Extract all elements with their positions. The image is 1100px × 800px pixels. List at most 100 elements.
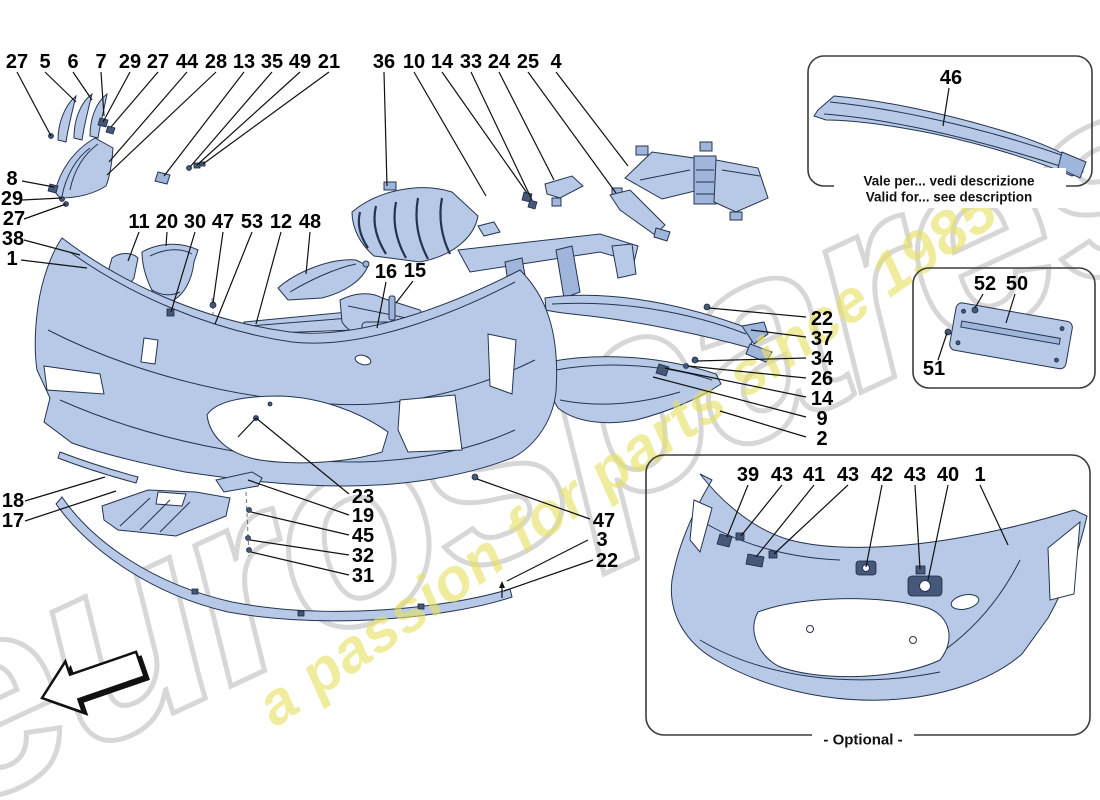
part-callout-27[interactable]: 27 (3, 208, 25, 230)
leader-line (687, 365, 807, 379)
leader-line (652, 376, 807, 418)
part-callout-33[interactable]: 33 (460, 51, 482, 73)
part-callout-28[interactable]: 28 (205, 51, 227, 73)
part-callout-14[interactable]: 14 (431, 51, 454, 73)
leader-line (750, 329, 807, 338)
validity-note-backdrop (834, 168, 1066, 208)
part-callout-29[interactable]: 29 (119, 51, 141, 73)
leader-line (773, 484, 849, 555)
leader-line (696, 357, 807, 362)
part-callout-43[interactable]: 43 (771, 464, 793, 486)
leader-line (726, 484, 749, 538)
leader-line (189, 71, 273, 168)
part-callout-46[interactable]: 46 (940, 67, 962, 89)
part-callout-37[interactable]: 37 (811, 328, 833, 350)
part-callout-1[interactable]: 1 (974, 464, 985, 486)
part-callout-27[interactable]: 27 (6, 51, 28, 73)
part-callout-1[interactable]: 1 (6, 248, 17, 270)
part-callout-3[interactable]: 3 (596, 529, 607, 551)
part-callout-17[interactable]: 17 (2, 510, 24, 532)
part-callout-36[interactable]: 36 (373, 51, 395, 73)
part-beam-37 (544, 294, 773, 363)
part-callout-42[interactable]: 42 (871, 464, 893, 486)
part-callout-14[interactable]: 14 (811, 388, 834, 410)
part-callout-48[interactable]: 48 (299, 211, 321, 233)
leader-line (24, 490, 117, 522)
part-callout-5[interactable]: 5 (39, 51, 50, 73)
part-callout-40[interactable]: 40 (937, 464, 959, 486)
part-callout-34[interactable]: 34 (811, 348, 834, 370)
part-callout-22[interactable]: 22 (811, 308, 833, 330)
leader-line (72, 71, 93, 101)
leader-line (865, 484, 883, 568)
part-callout-12[interactable]: 12 (270, 211, 292, 233)
part-callout-25[interactable]: 25 (517, 51, 539, 73)
part-callout-38[interactable]: 38 (2, 228, 24, 250)
leader-line (942, 87, 950, 127)
part-callout-30[interactable]: 30 (184, 211, 206, 233)
part-callout-27[interactable]: 27 (147, 51, 169, 73)
part-callout-44[interactable]: 44 (176, 51, 199, 73)
leader-line (108, 71, 188, 163)
leader-line (165, 231, 168, 247)
part-callout-11[interactable]: 11 (128, 211, 149, 233)
leader-line (395, 280, 414, 304)
part-callout-19[interactable]: 19 (352, 505, 374, 527)
leader-line (106, 71, 217, 176)
part-callout-6[interactable]: 6 (67, 51, 78, 73)
part-callout-47[interactable]: 47 (212, 211, 234, 233)
part-callout-7[interactable]: 7 (95, 51, 106, 73)
leader-line (214, 231, 253, 325)
part-callout-49[interactable]: 49 (289, 51, 311, 73)
part-callout-13[interactable]: 13 (233, 51, 255, 73)
leader-line (127, 231, 140, 262)
part-callout-2[interactable]: 2 (816, 428, 827, 450)
part-assembly-4 (624, 141, 769, 221)
part-callout-15[interactable]: 15 (404, 260, 426, 282)
leader-line (16, 71, 52, 137)
part-callout-32[interactable]: 32 (352, 545, 374, 567)
part-callout-10[interactable]: 10 (403, 51, 425, 73)
part-winglet-19 (215, 471, 263, 557)
part-callout-51[interactable]: 51 (923, 358, 945, 380)
part-callout-43[interactable]: 43 (904, 464, 926, 486)
part-callout-23[interactable]: 23 (352, 486, 374, 508)
leader-line (20, 259, 88, 269)
exploded-parts (34, 92, 773, 716)
part-callout-21[interactable]: 21 (318, 51, 340, 73)
part-callout-4[interactable]: 4 (550, 51, 562, 73)
leader-line (102, 71, 131, 123)
part-callout-8[interactable]: 8 (6, 168, 17, 190)
part-callout-39[interactable]: 39 (737, 464, 759, 486)
part-callout-18[interactable]: 18 (2, 490, 24, 512)
part-callout-24[interactable]: 24 (488, 51, 511, 73)
leader-line (376, 281, 387, 329)
part-callout-45[interactable]: 45 (352, 525, 374, 547)
validity-note-italian: Vale per... vedi descrizione (863, 174, 1035, 189)
part-callout-20[interactable]: 20 (156, 211, 178, 233)
part-callout-29[interactable]: 29 (1, 188, 23, 210)
part-callout-52[interactable]: 52 (974, 273, 996, 295)
inset-validity: Vale per... vedi descrizione Valid for..… (807, 55, 1093, 208)
part-callout-26[interactable]: 26 (811, 368, 833, 390)
part-callout-9[interactable]: 9 (816, 408, 827, 430)
part-panel-48 (277, 259, 370, 301)
part-callout-41[interactable]: 41 (803, 464, 825, 486)
part-callout-47[interactable]: 47 (593, 510, 615, 532)
leader-line (21, 180, 55, 188)
part-callout-53[interactable]: 53 (241, 211, 263, 233)
leader-line (170, 231, 196, 313)
part-callout-50[interactable]: 50 (1006, 273, 1028, 295)
leader-line (527, 71, 617, 194)
leader-line (413, 71, 487, 197)
part-callout-16[interactable]: 16 (375, 261, 397, 283)
part-callout-22[interactable]: 22 (596, 550, 618, 572)
part-spoiler-17 (101, 489, 231, 537)
leader-line (476, 478, 591, 520)
part-callout-35[interactable]: 35 (261, 51, 283, 73)
part-callout-43[interactable]: 43 (837, 464, 859, 486)
leader-line (100, 71, 105, 117)
leader-line (23, 203, 67, 220)
part-callout-31[interactable]: 31 (352, 565, 374, 587)
